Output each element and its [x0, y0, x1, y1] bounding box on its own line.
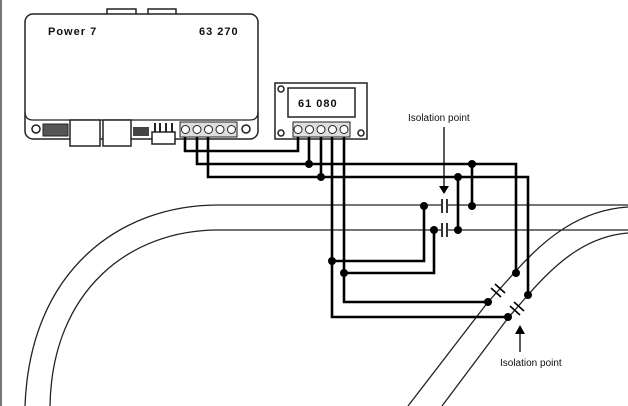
socket [102, 119, 132, 147]
socket [69, 119, 101, 147]
wire-61080-t5 [342, 137, 488, 304]
wire-power-t2 [195, 137, 518, 273]
module-61080-number: 61 080 [298, 98, 338, 110]
small-connector [133, 127, 149, 136]
power-module-63270: Power 7 63 270 [24, 8, 259, 147]
pin-connector [151, 131, 176, 145]
wire-feed-inner-isolated [344, 230, 436, 275]
curve-rail-inner [49, 229, 219, 406]
power-terminal-block [179, 121, 238, 138]
mount-hole [241, 124, 251, 134]
power-module-name: Power 7 [48, 26, 97, 38]
arrow-down-icon [439, 127, 449, 194]
wire-power-t1 [183, 137, 300, 153]
isolation-symbols [441, 199, 525, 316]
module-61080: 61 080 [274, 82, 368, 140]
arrow-up-icon [515, 325, 525, 352]
module-61080-label-plate [287, 87, 356, 118]
hatched-connector [42, 123, 69, 137]
wire-feed-outer-isolated [332, 206, 426, 263]
curve-rail-outer [24, 204, 219, 406]
isolation-point-label-top: Isolation point [408, 113, 470, 124]
power-module-body [24, 13, 259, 140]
module-61080-terminal-block [292, 121, 351, 138]
junction-dots [305, 160, 532, 321]
mount-hole [31, 124, 41, 134]
oval-track [24, 204, 628, 406]
wiring [183, 137, 532, 321]
wire-power-t3 [206, 137, 530, 295]
diagonal-rail-right [441, 232, 628, 406]
isolation-point-label-bottom: Isolation point [500, 358, 562, 369]
wire-61080-t4 [330, 137, 508, 319]
power-module-number: 63 270 [199, 26, 239, 38]
